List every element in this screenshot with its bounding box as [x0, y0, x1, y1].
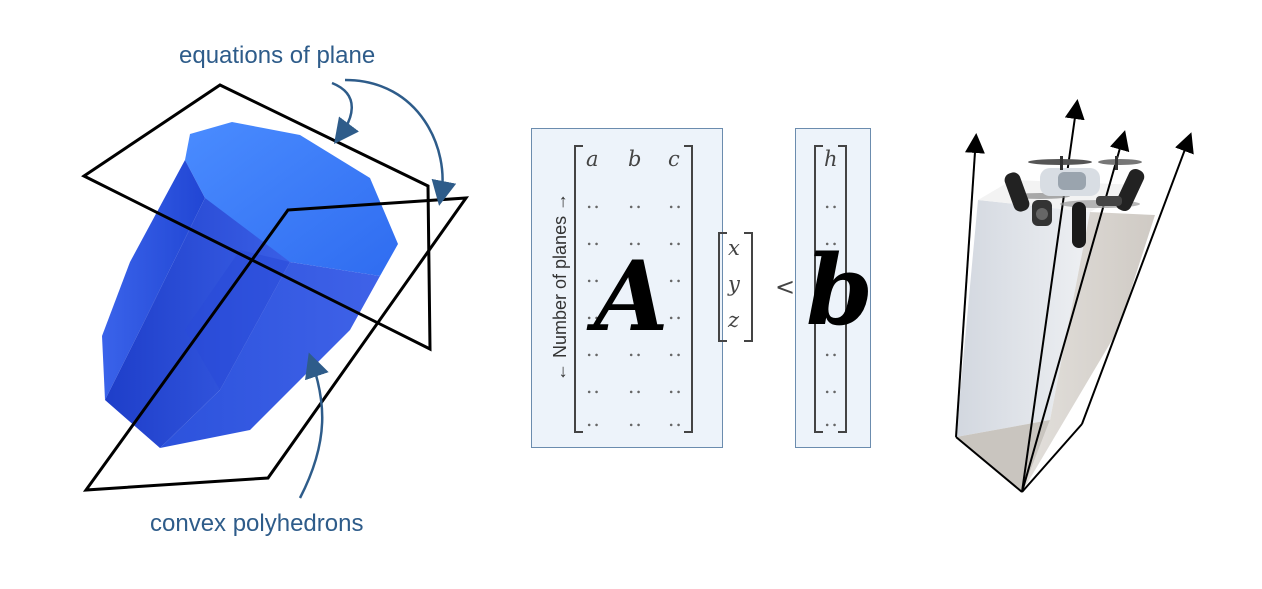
convex-polyhedrons-label: convex polyhedrons — [150, 510, 364, 537]
matrix-a-right-bracket — [684, 145, 693, 433]
matrix-a-dot: .. — [668, 337, 683, 361]
convex-pointer — [298, 352, 329, 499]
vector-x-y: y — [728, 272, 740, 296]
vector-b-box: h .. .. .. .. .. — [795, 128, 871, 448]
number-of-planes-label: ← Number of planes → — [550, 192, 570, 381]
matrix-a-dot: .. — [668, 263, 683, 287]
vector-b-h: h — [824, 147, 838, 171]
vector-b-symbol: b — [806, 234, 874, 347]
vector-x: x y z — [716, 232, 756, 342]
vector-b-left-bracket — [814, 145, 823, 433]
vector-x-right-bracket — [744, 232, 753, 342]
matrix-a-col-c: c — [668, 147, 680, 171]
matrix-a-dot: .. — [628, 407, 643, 431]
equations-of-plane-label: equations of plane — [179, 42, 376, 69]
vector-b-dot: .. — [824, 407, 839, 431]
vector-b-dot: .. — [824, 226, 839, 250]
matrix-a-dot: .. — [628, 374, 643, 398]
polyhedron-icon — [102, 122, 398, 448]
matrix-a-dot: .. — [668, 226, 683, 250]
matrix-a-dot: .. — [628, 226, 643, 250]
matrix-a-dot: .. — [668, 189, 683, 213]
prism-column-icon — [955, 99, 1194, 493]
matrix-a-dot: .. — [668, 374, 683, 398]
matrix-a-dot: .. — [586, 337, 601, 361]
equations-pointer-2 — [344, 78, 457, 206]
matrix-a-dot: .. — [628, 337, 643, 361]
matrix-a-symbol: A — [594, 240, 669, 353]
matrix-a-dot: .. — [668, 300, 683, 324]
drone-icon — [1004, 156, 1145, 248]
matrix-a-dot: .. — [668, 407, 683, 431]
less-than-operator: < — [775, 273, 796, 301]
matrix-a-dot: .. — [586, 263, 601, 287]
vector-b-right-bracket — [838, 145, 847, 433]
vector-b-dot: .. — [824, 374, 839, 398]
plane-1-outline — [81, 83, 432, 352]
matrix-a-dot: .. — [586, 300, 601, 324]
matrix-a-col-b: b — [628, 147, 642, 171]
matrix-a-dot: .. — [586, 374, 601, 398]
matrix-a-dot: .. — [628, 189, 643, 213]
matrix-a-dot: .. — [586, 407, 601, 431]
vector-x-z: z — [728, 308, 740, 332]
matrix-a-left-bracket — [574, 145, 583, 433]
vector-b-dot: .. — [824, 337, 839, 361]
matrix-a-box: ← Number of planes → a b c .. .. .. .. .… — [531, 128, 723, 448]
vector-x-left-bracket — [718, 232, 727, 342]
plane-2-outline — [82, 196, 470, 492]
vector-b-dot: .. — [824, 189, 839, 213]
matrix-a-dot: .. — [586, 226, 601, 250]
matrix-a-dot: .. — [586, 189, 601, 213]
vector-x-x: x — [728, 236, 740, 260]
equations-pointer-1 — [331, 81, 359, 145]
matrix-a-col-a: a — [586, 147, 599, 171]
